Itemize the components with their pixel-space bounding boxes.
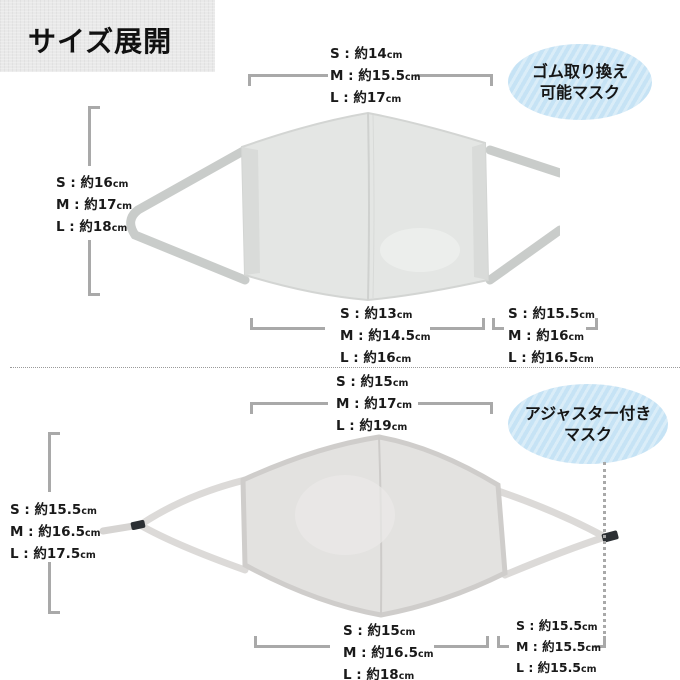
mask2-ear-loop-label: S : 約15.5cm M : 約15.5cm L : 約15.5cm <box>516 618 602 675</box>
mask1-bottom-bracket-right-tick <box>482 318 485 330</box>
mask1-bottom-bracket-right <box>430 327 485 330</box>
mask2-top-width-label: S : 約15cm M : 約17cm L : 約19cm <box>336 374 413 434</box>
mask2-ear-bracket-left-tick <box>497 636 500 648</box>
mask2-ear-guide-line <box>603 462 606 647</box>
mask2-ear-bracket-right <box>594 645 606 648</box>
mask1-ear-bracket-left <box>492 327 504 330</box>
mask2-bottom-bracket-left <box>254 645 330 648</box>
badge-line-2: マスク <box>563 425 612 444</box>
mask1-height-label: S : 約16cm M : 約17cm L : 約18cm <box>56 175 133 235</box>
mask1-bottom-width-label: S : 約13cm M : 約14.5cm L : 約16cm <box>340 306 431 366</box>
mask2-height-bracket-top-tick <box>48 432 60 435</box>
page-title: サイズ展開 <box>28 25 173 58</box>
mask1-bottom-bracket-left-tick <box>250 318 253 330</box>
mask2-top-bracket-right <box>418 402 493 405</box>
mask2-top-bracket-left <box>250 402 328 405</box>
mask1-top-bracket-left-tick <box>248 74 251 86</box>
mask2-bottom-width-label: S : 約15cm M : 約16.5cm L : 約18cm <box>343 623 434 680</box>
mask1-height-bracket-bottom-tick <box>88 293 100 296</box>
mask2-height-label: S : 約15.5cm M : 約16.5cm L : 約17.5cm <box>10 502 101 562</box>
mask2-adjuster-left <box>130 520 146 530</box>
mask1-height-bracket-top-tick <box>88 106 100 109</box>
mask2-height-bracket-top <box>48 432 51 492</box>
size-row-m: M : 約15.5cm <box>330 68 421 84</box>
mask2-ear-loop-right <box>491 486 614 579</box>
mask1-ear-loop-left <box>126 145 250 285</box>
mask2-height-bracket-bottom-tick <box>48 611 60 614</box>
mask1-ear-bracket-left-tick <box>492 318 495 330</box>
mask1-ear-bracket-right <box>586 327 598 330</box>
mask1-top-bracket-right-tick <box>490 74 493 86</box>
mask2-bottom-bracket-right <box>434 645 489 648</box>
badge-line-2: 可能マスク <box>539 83 620 102</box>
mask2-ear-bracket-right-tick <box>603 636 606 648</box>
mask2-top-bracket-right-tick <box>490 402 493 414</box>
mask2-top-bracket-left-tick <box>250 402 253 414</box>
mask1-bottom-bracket-left <box>250 327 325 330</box>
mask1-ear-bracket-right-tick <box>595 318 598 330</box>
mask2-ear-bracket-left <box>497 645 509 648</box>
mask2-image <box>99 434 619 618</box>
mask1-height-bracket-top <box>88 106 91 166</box>
mask2-bottom-bracket-left-tick <box>254 636 257 648</box>
mask2-feature-badge: アジャスター付き マスク <box>508 384 668 464</box>
badge-line-1: アジャスター付き <box>524 404 652 423</box>
mask1-height-bracket-bottom <box>88 240 91 296</box>
mask1-feature-badge: ゴム取り換え 可能マスク <box>508 44 652 120</box>
mask1-image <box>126 111 560 302</box>
mask1-top-bracket-left <box>248 74 328 77</box>
mask1-ear-loop-label: S : 約15.5cm M : 約16cm L : 約16.5cm <box>508 306 595 366</box>
section-divider <box>10 367 680 368</box>
size-row-l: L : 約17cm <box>330 90 402 106</box>
mask1-top-width-label: S : 約14cm M : 約15.5cm L : 約17cm <box>330 44 421 110</box>
title-banner: サイズ展開 <box>0 0 215 72</box>
mask1-ear-loop-right <box>485 145 560 285</box>
badge-line-1: ゴム取り換え <box>531 62 628 81</box>
size-row-s: S : 約14cm <box>330 46 403 62</box>
mask2-height-bracket-bottom <box>48 562 51 614</box>
mask1-top-bracket-right <box>415 74 493 77</box>
mask2-ear-loop-left <box>133 476 249 574</box>
mask2-bottom-bracket-right-tick <box>486 636 489 648</box>
